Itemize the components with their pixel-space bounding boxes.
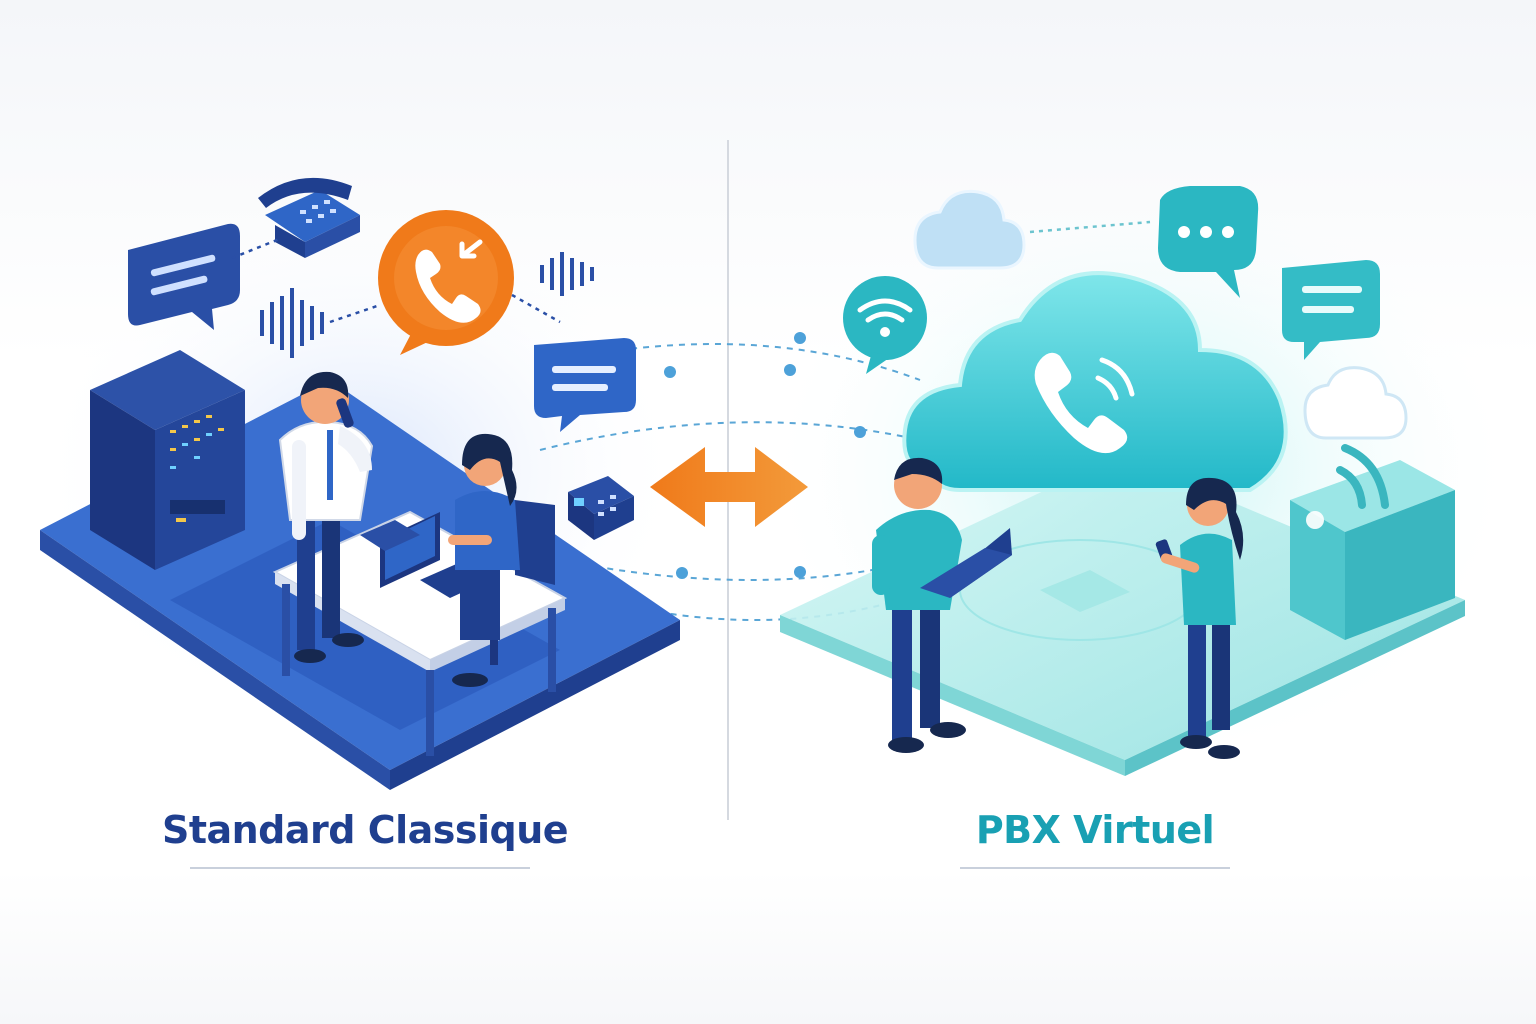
double-arrow-icon [650, 447, 808, 527]
data-box [1290, 460, 1455, 640]
cloud-phone-icon [902, 271, 1288, 492]
man-with-laptop [872, 457, 1012, 753]
woman-at-desk [448, 433, 555, 687]
woman-with-phone [1155, 477, 1244, 759]
typing-bubble-icon [1158, 186, 1259, 298]
sound-wave-icon [260, 252, 594, 358]
cloud-icon [1303, 366, 1408, 440]
chat-bubble-icon [128, 223, 240, 330]
wifi-bubble-icon [843, 276, 927, 374]
left-panel-title: Standard Classique [161, 808, 569, 852]
phone-call-bubble-icon [378, 210, 514, 355]
signal-icon [1336, 444, 1389, 509]
keypad-device-icon [568, 476, 634, 540]
cloud-icon [913, 189, 1026, 270]
man-on-phone [278, 371, 374, 663]
desk-phone-icon [258, 177, 360, 258]
right-panel-title: PBX Virtuel [975, 808, 1215, 852]
chat-bubble-icon [534, 338, 636, 432]
chat-bubble-icon [1282, 260, 1380, 360]
server-rack-icon [90, 350, 245, 570]
